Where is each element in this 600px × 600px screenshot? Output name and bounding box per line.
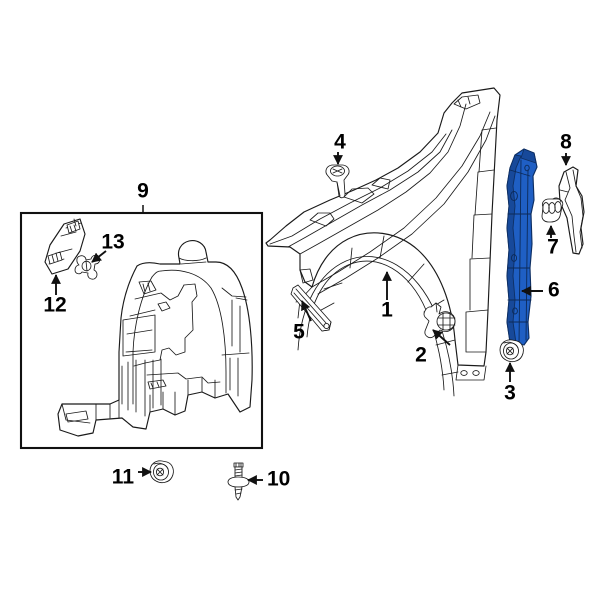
part-7-seal-mounting-bolt [541,197,564,223]
part-12-liner-front-extension-panel [44,218,86,275]
callout-number-5: 5 [293,321,305,344]
callout-number-4: 4 [334,131,346,154]
group-box-9-frame [19,211,264,450]
callout-number-11: 11 [112,466,135,489]
part-1-front-fender-panel [265,87,501,397]
callout-number-12: 12 [43,294,66,317]
part-10-liner-mounting-screw [227,462,250,501]
callout-number-6: 6 [548,279,560,302]
leader-2 [432,329,451,346]
callout-number-1: 1 [381,299,393,322]
callout-number-8: 8 [560,131,572,154]
callout-number-10: 10 [267,468,290,491]
part-3-fender-lower-nut [499,339,524,363]
part-6-fender-rear-reinforcement-bracket-highlighted [506,148,538,346]
leader-5 [301,300,312,322]
leader-13 [91,250,107,263]
callout-number-13: 13 [101,231,124,254]
callout-number-7: 7 [547,236,559,259]
callout-number-9: 9 [137,180,149,203]
callout-number-3: 3 [504,382,516,405]
callout-leaders [51,152,571,485]
part-8-fender-rear-seal [558,166,585,255]
part-4-fender-upper-screw [325,164,350,199]
part-9-inner-fender-liner [57,239,253,437]
part-11-liner-push-pin-clip [149,460,174,484]
callout-numbers: 1 2 3 4 5 6 7 8 9 10 11 12 13 [43,131,572,491]
callout-number-2: 2 [415,344,427,367]
group-box-9 [19,205,264,450]
